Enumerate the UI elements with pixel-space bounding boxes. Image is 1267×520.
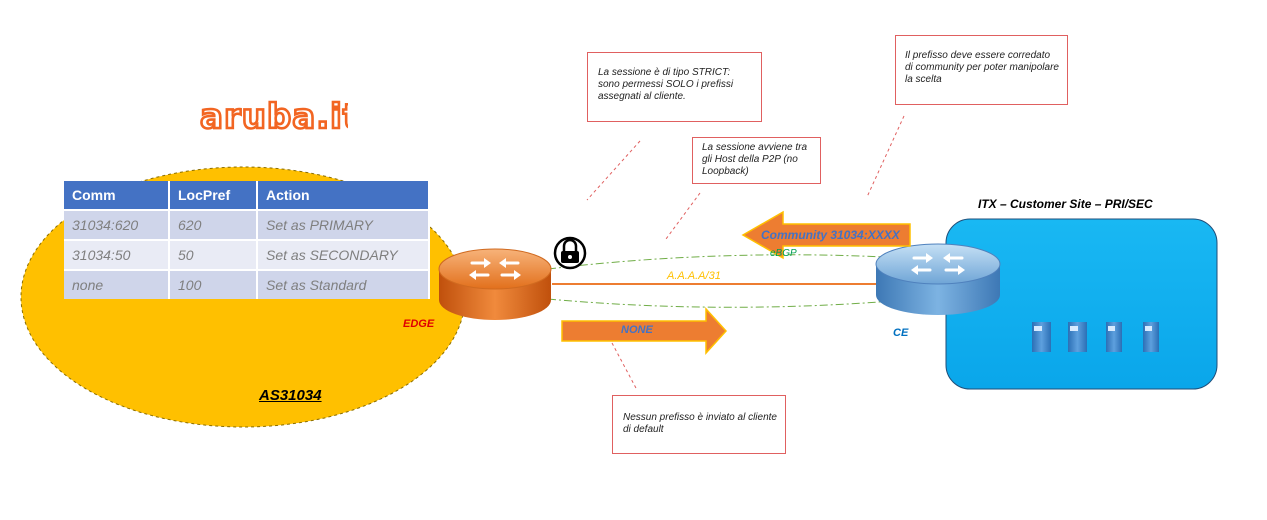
community-table: Comm LocPref Action 31034:620 620 Set as…	[64, 181, 430, 299]
community-arrow	[741, 210, 911, 260]
table-cell: 31034:620	[64, 209, 170, 240]
table-cell: Set as Standard	[257, 269, 430, 299]
table-cell: Set as SECONDARY	[257, 239, 430, 270]
table-row: 31034:620 620 Set as PRIMARY	[64, 209, 430, 240]
table-cell: 31034:50	[64, 239, 170, 270]
aruba-logo: aruba.it	[199, 96, 348, 138]
edge-router-label: EDGE	[403, 318, 435, 330]
strict-session-note: La sessione è di tipo STRICT: sono perme…	[587, 52, 762, 122]
table-row: 31034:50 50 Set as SECONDARY	[64, 239, 430, 270]
community-arrow-label: Community 31034:XXXX	[761, 228, 900, 242]
note-text: Il prefisso deve essere corredato di com…	[905, 50, 1059, 85]
note-text: La sessione avviene tra gli Host della P…	[702, 142, 808, 177]
as-number-label: AS31034	[259, 387, 322, 404]
table-cell: 100	[169, 269, 258, 299]
default-prefix-note: Nessun prefisso è inviato al cliente di …	[612, 395, 786, 454]
note-text: Nessun prefisso è inviato al cliente di …	[623, 412, 777, 435]
server-icon	[1106, 322, 1122, 352]
callout-lines	[586, 115, 905, 391]
ebgp-session-line	[547, 254, 906, 308]
server-icon	[1032, 322, 1051, 352]
p2p-host-note: La sessione avviene tra gli Host della P…	[692, 137, 821, 184]
ce-router-label: CE	[893, 327, 909, 339]
community-requirement-note: Il prefisso deve essere corredato di com…	[895, 35, 1068, 105]
table-cell: none	[64, 269, 170, 299]
table-cell: 50	[169, 239, 258, 270]
none-arrow-label: NONE	[621, 324, 653, 336]
table-header-cell: LocPref	[169, 181, 258, 210]
table-cell: 620	[169, 209, 258, 240]
server-icon	[1068, 322, 1087, 352]
router-icon	[438, 248, 552, 320]
none-arrow	[561, 307, 728, 355]
table-header-cell: Action	[257, 181, 430, 210]
table-cell: Set as PRIMARY	[257, 209, 430, 240]
note-text: La sessione è di tipo STRICT: sono perme…	[598, 67, 734, 102]
customer-site-title: ITX – Customer Site – PRI/SEC	[978, 197, 1153, 211]
ebgp-label: eBGP	[770, 248, 797, 259]
table-header-row: Comm LocPref Action	[64, 181, 430, 210]
table-header-cell: Comm	[64, 181, 170, 210]
lock-icon	[553, 236, 587, 270]
server-icon	[1143, 322, 1159, 352]
p2p-subnet-label: A.A.A.A/31	[667, 270, 721, 282]
table-row: none 100 Set as Standard	[64, 269, 430, 299]
router-icon	[875, 243, 1001, 315]
svg-text:aruba.it: aruba.it	[200, 97, 348, 137]
